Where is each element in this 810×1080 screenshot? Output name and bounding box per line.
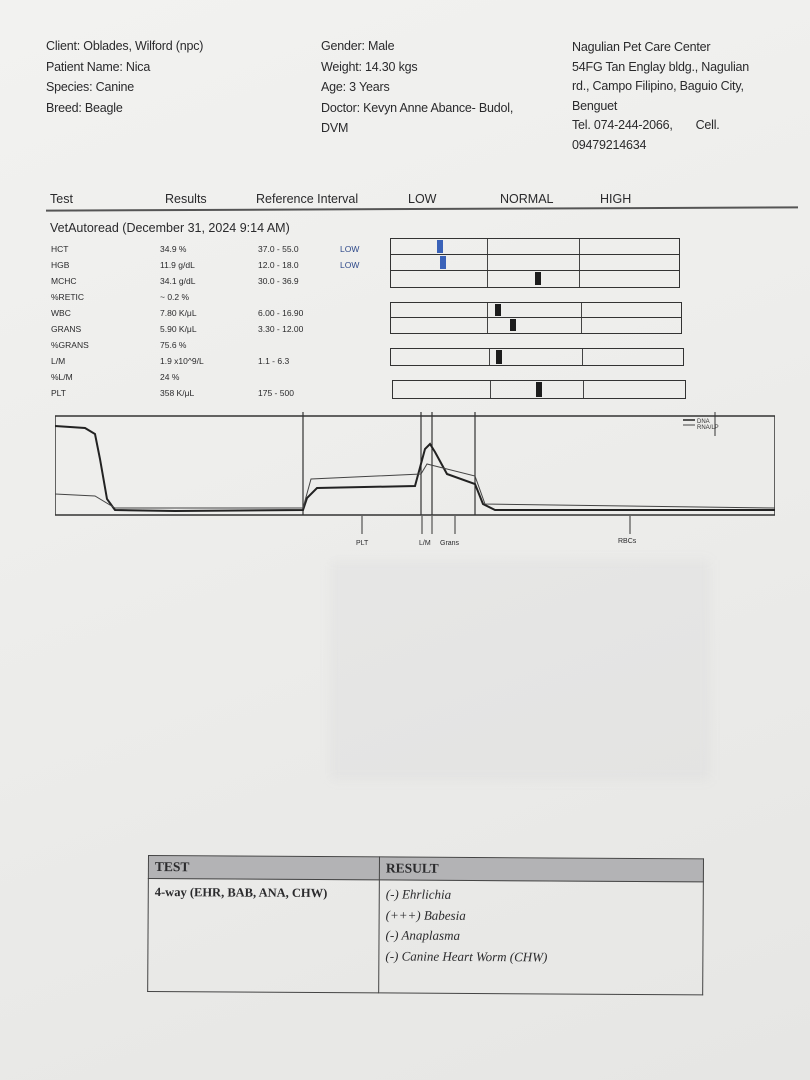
gauge-marker-wbc <box>495 304 501 316</box>
col-low: LOW <box>408 192 437 206</box>
gauge-marker-mchc <box>535 272 541 285</box>
gender: Gender: Male <box>321 39 395 53</box>
clinic-cell: 09479214634 <box>572 137 647 152</box>
results-column-header: Test Results Reference Interval LOW NORM… <box>0 192 810 212</box>
legend-label-dna: DNA <box>697 419 710 425</box>
vetautoread-title: VetAutoread (December 31, 2024 9:14 AM) <box>50 221 290 235</box>
species: Species: Canine <box>46 80 135 94</box>
histogram-axis <box>361 516 631 534</box>
range-gauges <box>0 0 810 420</box>
doctor-title: DVM <box>321 121 349 135</box>
col-normal: NORMAL <box>500 192 554 206</box>
paper-shadow <box>330 560 710 780</box>
breed: Breed: Beagle <box>46 100 123 115</box>
col-test: Test <box>50 192 73 206</box>
clinic-address-2: rd., Campo Filipino, Baguio City, <box>572 79 744 93</box>
doctor: Doctor: Kevyn Anne Abance- Budol, <box>321 100 514 115</box>
col-high: HIGH <box>600 192 632 206</box>
patient-info: Client: Oblades, Wilford (npc) Patient N… <box>46 36 203 118</box>
clinic-phone: Tel. 074-244-2066, Cell. <box>572 118 720 132</box>
patient-name: Patient Name: Nica <box>46 59 151 74</box>
fourway-result-header: RESULT <box>379 856 704 882</box>
fourway-results: (-) Ehrlichia (+++) Babesia (-) Anaplasm… <box>378 879 704 995</box>
clinic-info: Nagulian Pet Care Center 54FG Tan Englay… <box>572 38 749 155</box>
result-row-retic: %RETIC~ 0.2 % <box>51 292 190 302</box>
axis-label-plt: PLT <box>356 540 369 547</box>
client-name: Client: Oblades, Wilford (npc) <box>46 39 204 53</box>
cell-distribution-histogram: DNA RNA/LP <box>55 412 775 516</box>
fourway-test-table: TEST RESULT 4-way (EHR, BAB, ANA, CHW) (… <box>147 855 704 995</box>
histogram-trace-dna <box>55 425 775 513</box>
result-babesia: (+++) Babesia <box>385 906 466 923</box>
gauge-plt <box>392 380 686 399</box>
result-ehrlichia: (-) Ehrlichia <box>385 886 452 902</box>
axis-label-grans: Grans <box>440 540 460 547</box>
gauge-group-red-cells <box>390 238 680 288</box>
clinic-address-1: 54FG Tan Englay bldg., Nagulian <box>572 59 750 74</box>
clinic-address-3: Benguet <box>572 98 618 113</box>
gauge-marker-plt <box>536 382 542 397</box>
fourway-test-header: TEST <box>148 855 380 880</box>
gauge-lm <box>390 348 684 366</box>
weight: Weight: 14.30 kgs <box>321 59 418 74</box>
axis-label-lm: L/M <box>419 540 431 547</box>
gauge-marker-lm <box>496 350 502 364</box>
fourway-test-name: 4-way (EHR, BAB, ANA, CHW) <box>147 878 380 993</box>
histogram-trace-rna <box>55 463 775 509</box>
legend-label-rna: RNA/LP <box>697 425 719 431</box>
gauge-marker-hgb <box>440 256 446 269</box>
age: Age: 3 Years <box>321 80 390 94</box>
gauge-group-white-cells <box>390 302 682 334</box>
patient-details: Gender: Male Weight: 14.30 kgs Age: 3 Ye… <box>321 36 513 139</box>
col-results: Results <box>165 192 207 206</box>
gauge-marker-hct <box>437 240 443 253</box>
histogram-frame <box>55 415 775 516</box>
gauge-marker-grans <box>510 319 516 331</box>
result-anaplasma: (-) Anaplasma <box>385 927 461 943</box>
axis-label-rbcs: RBCs <box>618 538 637 545</box>
clinic-name: Nagulian Pet Care Center <box>572 40 711 54</box>
col-reference: Reference Interval <box>256 192 359 206</box>
result-chw: (-) Canine Heart Worm (CHW) <box>385 947 548 964</box>
